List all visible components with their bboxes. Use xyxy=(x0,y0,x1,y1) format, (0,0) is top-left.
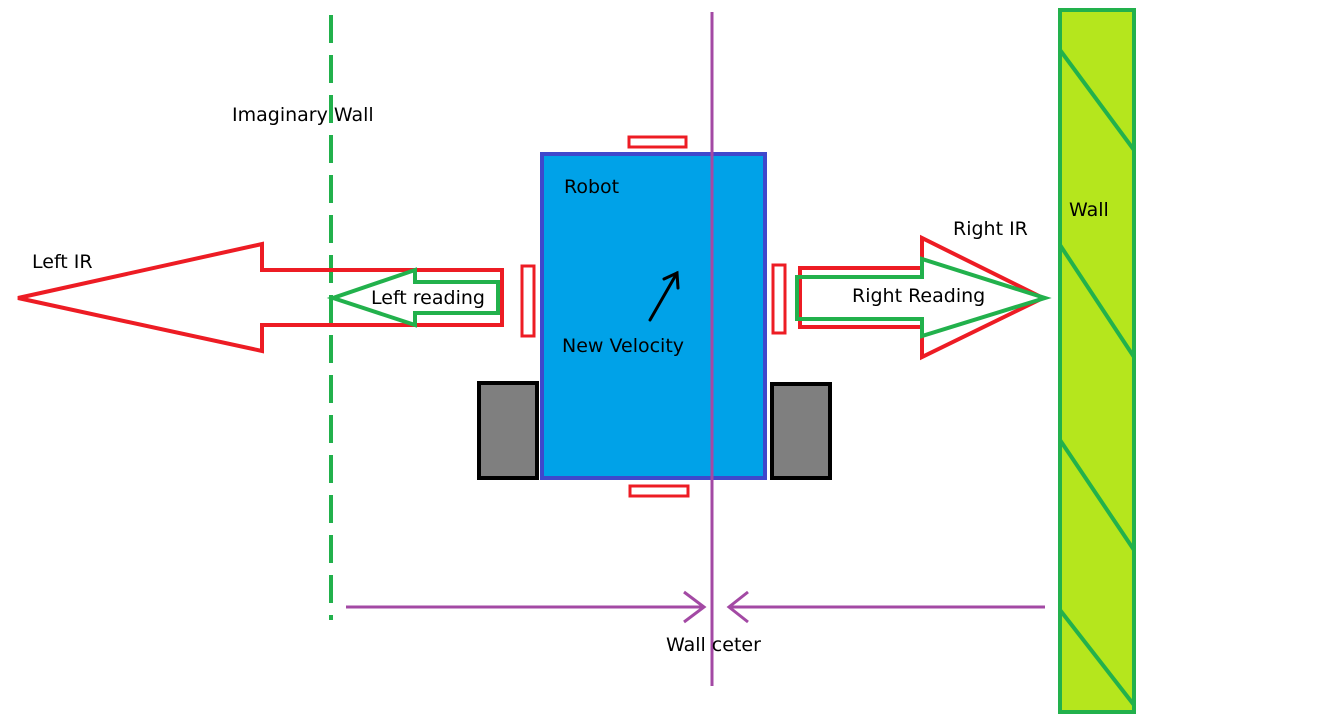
left-wheel xyxy=(477,381,539,480)
wall-body xyxy=(1058,8,1136,714)
new-velocity-label: New Velocity xyxy=(562,335,684,357)
left-center-arrow xyxy=(346,590,707,624)
left-ir-arrow xyxy=(17,241,504,354)
right-reading-arrow xyxy=(795,256,1052,339)
new-velocity-arrow xyxy=(648,270,680,322)
robot-body xyxy=(540,152,767,480)
wall-hatching xyxy=(1058,48,1136,707)
right-center-arrow xyxy=(726,590,1045,624)
imaginary-wall-label: Imaginary Wall xyxy=(232,104,374,126)
wall-center-label: Wall ceter xyxy=(666,634,761,656)
right-sensor xyxy=(771,263,787,335)
front-sensor xyxy=(627,135,688,149)
left-reading-arrow xyxy=(326,267,500,328)
rear-sensor xyxy=(628,484,690,498)
robot-label: Robot xyxy=(564,176,619,198)
right-wheel xyxy=(770,382,832,480)
right-ir-label: Right IR xyxy=(953,218,1028,240)
wall-label: Wall xyxy=(1069,199,1109,221)
left-ir-label: Left IR xyxy=(32,251,93,273)
left-sensor xyxy=(520,264,536,338)
wall: Wall xyxy=(1058,8,1136,714)
left-reading-label: Left reading xyxy=(371,287,485,309)
right-reading-label: Right Reading xyxy=(852,285,985,307)
